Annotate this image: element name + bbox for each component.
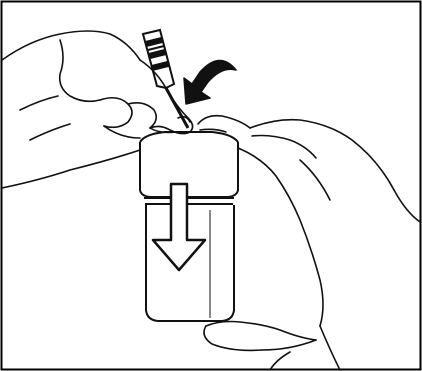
illustration-canvas [0, 0, 422, 371]
figure-frame [2, 2, 421, 370]
instruction-illustration [0, 0, 422, 371]
